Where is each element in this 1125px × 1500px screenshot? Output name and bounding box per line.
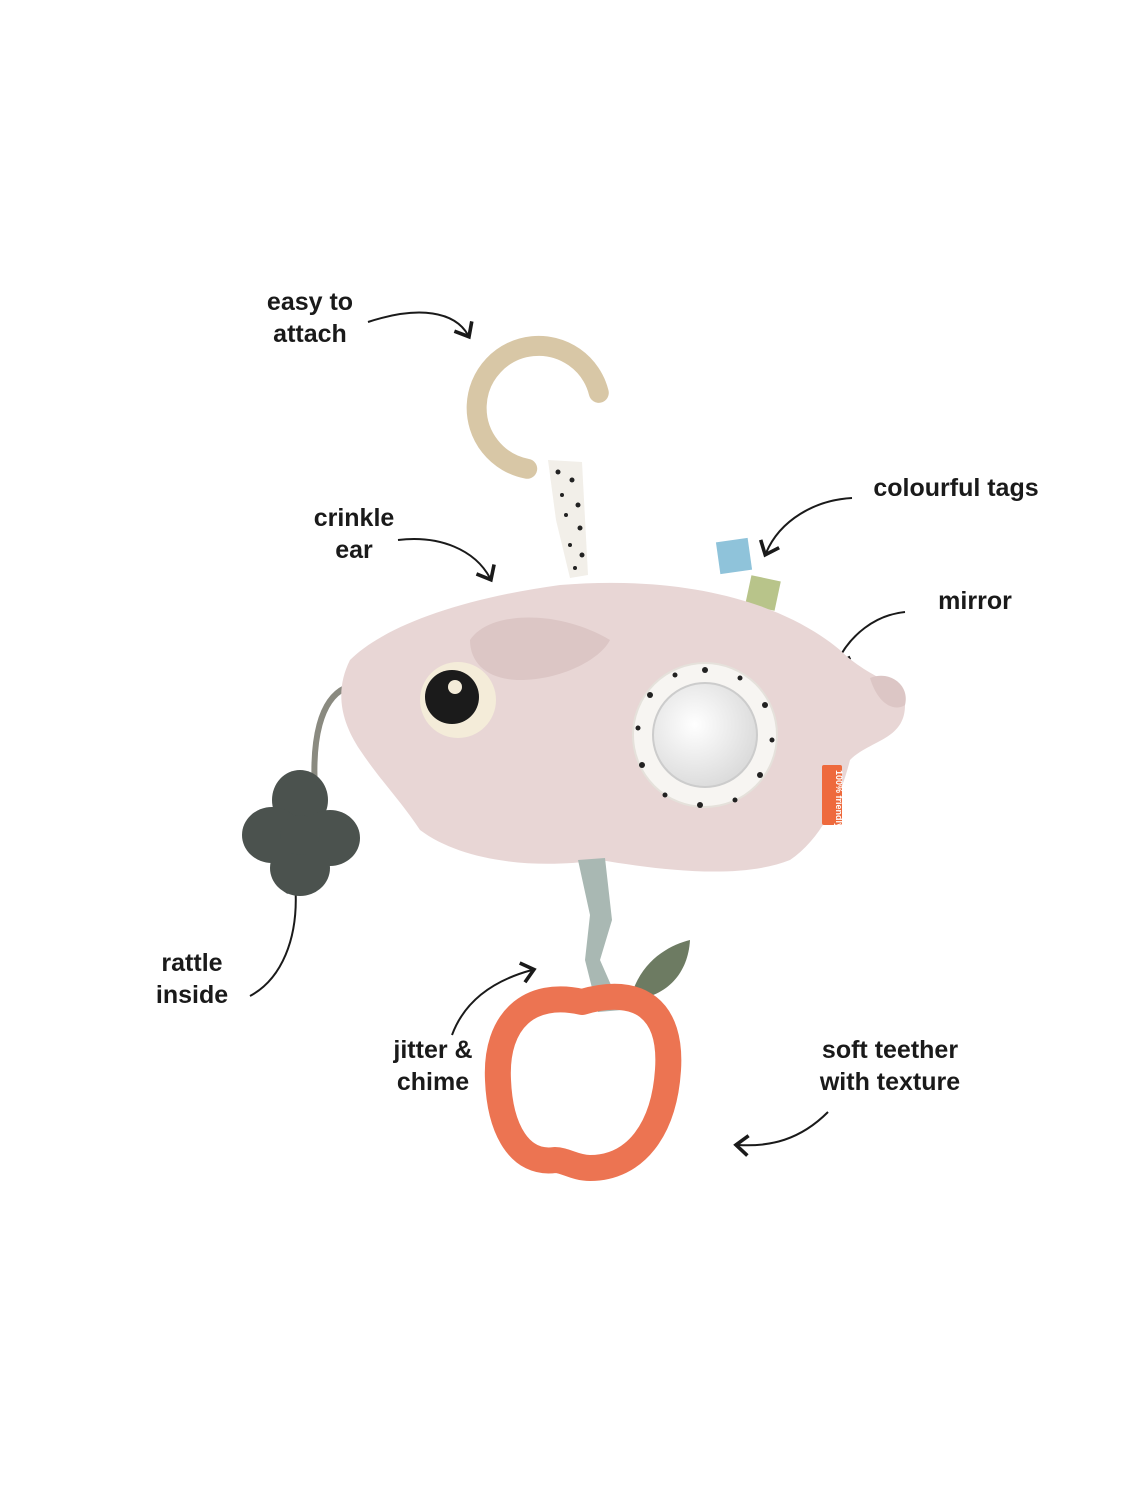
callout-line: mirror bbox=[938, 587, 1012, 615]
arrow-rattle bbox=[249, 877, 308, 997]
callout-soft-teether: soft teether with texture bbox=[820, 1034, 960, 1098]
jitter-ribbon bbox=[578, 858, 622, 1012]
rattle-clover bbox=[242, 770, 360, 896]
green-tag bbox=[745, 575, 781, 611]
arrow-jitter bbox=[451, 961, 537, 1036]
dotted-strap bbox=[548, 460, 588, 578]
blue-tag bbox=[715, 537, 753, 575]
callout-line: attach bbox=[273, 320, 347, 348]
mirror bbox=[632, 662, 778, 808]
callout-line: chime bbox=[396, 1068, 470, 1096]
callout-line: easy to bbox=[266, 288, 354, 316]
callout-line: rattle bbox=[161, 949, 223, 977]
arrow-mirror bbox=[830, 611, 906, 667]
callout-line: crinkle bbox=[313, 504, 395, 532]
clover-stem bbox=[311, 685, 347, 791]
callout-line: soft teether bbox=[821, 1036, 959, 1064]
tail bbox=[870, 675, 906, 708]
eye bbox=[420, 662, 496, 738]
callout-colourful-tags: colourful tags bbox=[873, 472, 1038, 504]
callout-arrows bbox=[249, 311, 906, 1157]
arrow-ear bbox=[397, 538, 496, 583]
leaf bbox=[630, 940, 690, 1000]
callout-crinkle-ear: crinkle ear bbox=[314, 502, 395, 566]
callout-easy-to-attach: easy to attach bbox=[267, 286, 353, 350]
callout-line: ear bbox=[335, 536, 373, 564]
pig-body bbox=[341, 582, 906, 872]
arrow-tags bbox=[758, 497, 853, 558]
callout-rattle-inside: rattle inside bbox=[156, 947, 228, 1011]
brand-label: 100% friendly bbox=[822, 765, 844, 828]
crinkle-ear bbox=[470, 617, 610, 680]
callout-line: inside bbox=[155, 981, 229, 1009]
arrow-attach bbox=[367, 311, 474, 340]
callout-line: jitter & bbox=[393, 1036, 473, 1064]
callout-jitter-chime: jitter & chime bbox=[393, 1034, 472, 1098]
brand-label-text: 100% friendly bbox=[834, 770, 844, 828]
apple-teether bbox=[484, 983, 682, 1181]
attach-ring bbox=[466, 335, 609, 479]
callout-mirror: mirror bbox=[938, 585, 1012, 617]
callout-line: colourful tags bbox=[873, 474, 1039, 502]
callout-line: with texture bbox=[819, 1068, 961, 1096]
arrow-teether bbox=[733, 1111, 829, 1157]
